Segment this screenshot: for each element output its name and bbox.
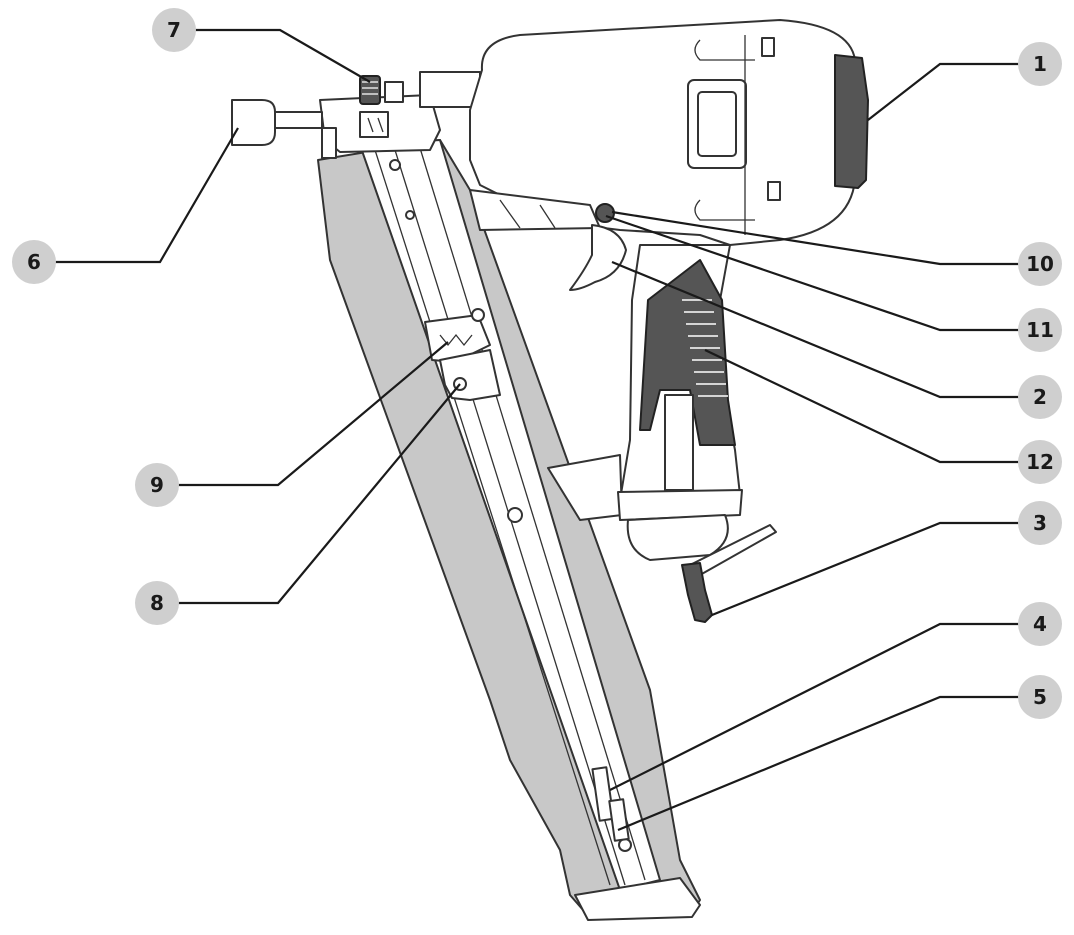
depth-wheel: [359, 75, 381, 105]
callout-11: 11: [1018, 308, 1062, 352]
svg-text:3: 3: [1033, 511, 1047, 535]
svg-text:6: 6: [27, 250, 41, 274]
callout-4: 4: [1018, 602, 1062, 646]
magazine-end-cap: [574, 877, 701, 921]
trigger-lock: [595, 203, 615, 223]
nail-gun-illustration: [231, 19, 869, 921]
callout-6: 6: [12, 240, 56, 284]
callout-7: 7: [152, 8, 196, 52]
air-fitting: [681, 562, 713, 623]
svg-text:9: 9: [150, 473, 164, 497]
leader-3: [711, 521, 1022, 617]
callout-9: 9: [135, 463, 179, 507]
leader-9: [168, 341, 449, 487]
svg-text:5: 5: [1033, 685, 1047, 709]
svg-text:10: 10: [1026, 252, 1054, 276]
callout-3: 3: [1018, 501, 1062, 545]
trigger: [569, 224, 627, 291]
leader-7: [175, 28, 371, 83]
pusher-release: [439, 349, 501, 401]
leader-4: [609, 622, 1022, 791]
svg-text:1: 1: [1033, 52, 1047, 76]
svg-text:2: 2: [1033, 385, 1047, 409]
callout-10: 10: [1018, 242, 1062, 286]
callout-5: 5: [1018, 675, 1062, 719]
leader-10: [611, 210, 1022, 266]
leader-lines: [52, 28, 1022, 832]
leader-8: [168, 383, 461, 605]
svg-text:8: 8: [150, 591, 164, 615]
exhaust-cap: [834, 54, 869, 189]
grip: [639, 259, 736, 446]
leader-6: [52, 127, 239, 264]
leader-1: [867, 62, 1022, 121]
callout-1: 1: [1018, 42, 1062, 86]
leader-5: [617, 695, 1022, 832]
svg-text:4: 4: [1033, 612, 1047, 636]
adjust-knob: [231, 99, 276, 146]
leader-2: [611, 260, 1022, 399]
leader-12: [704, 349, 1022, 464]
svg-text:7: 7: [167, 18, 181, 42]
callout-2: 2: [1018, 375, 1062, 419]
callout-8: 8: [135, 581, 179, 625]
callouts: 1 2 3 4 5 6 7 8 9 10 11: [12, 8, 1062, 719]
svg-text:12: 12: [1026, 450, 1054, 474]
svg-text:11: 11: [1026, 318, 1054, 342]
callout-12: 12: [1018, 440, 1062, 484]
leader-11: [605, 214, 1022, 332]
